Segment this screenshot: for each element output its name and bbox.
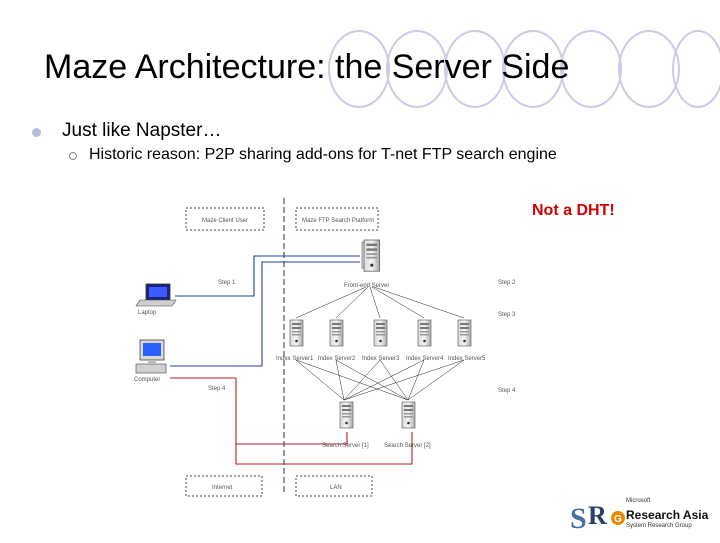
index-server-label-3: Index Server3: [362, 356, 400, 362]
search-server-label-1: Search Server [1]: [322, 443, 369, 449]
index-to-search-arrows: [295, 359, 465, 401]
step-label-left-4: Step 4: [208, 386, 226, 392]
step-label-left-1: Step 1: [218, 280, 236, 286]
search-link-2: [236, 432, 348, 445]
client-header-label: Maze Client User: [202, 218, 248, 224]
index-server-icon-2: [329, 319, 344, 347]
index-server-icon-1: [289, 319, 304, 347]
slide-title: Maze Architecture: the Server Side: [44, 48, 570, 86]
index-server-label-2: Index Server2: [318, 356, 356, 362]
internet-box: [185, 475, 263, 497]
server-header-box: [295, 207, 379, 231]
laptop-label: Laptop: [138, 310, 157, 316]
computer-label: Computer: [134, 377, 160, 383]
computer-link: [170, 261, 360, 367]
front-to-index-arrows: [295, 286, 465, 319]
laptop-link: [175, 255, 360, 297]
logo-line-1: Microsoft: [626, 498, 651, 504]
sub-bullet-icon: [69, 152, 77, 160]
search-link-1: [170, 377, 413, 465]
bullet-text-1: Just like Napster…: [62, 120, 222, 141]
index-server-icon-3: [373, 319, 388, 347]
bullet-icon: [32, 128, 41, 137]
decor-circle-7: [672, 30, 720, 108]
index-server-label-5: Index Server5: [448, 356, 486, 362]
internet-label: Internet: [212, 485, 233, 491]
search-server-icon-1: [339, 401, 354, 429]
front-server-label: Front-end Server: [344, 283, 389, 289]
step-label-right-3: Step 3: [498, 312, 516, 318]
srg-logo-graphic: S R G: [570, 501, 625, 535]
server-header-label: Maze FTP Search Platform: [302, 218, 374, 224]
bullet-text-2: Historic reason: P2P sharing add-ons for…: [89, 146, 557, 163]
svg-text:S: S: [570, 502, 587, 535]
index-server-icon-5: [457, 319, 472, 347]
logo-line-3: System Research Group: [626, 523, 692, 529]
callout-text: Not a DHT!: [532, 202, 615, 219]
srg-logo: S R G: [568, 494, 718, 538]
index-server-icon-4: [417, 319, 432, 347]
step-label-right-4: Step 4: [498, 388, 516, 394]
index-server-label-4: Index Server4: [406, 356, 444, 362]
logo-line-2: Research Asia: [626, 508, 709, 522]
svg-text:G: G: [614, 514, 622, 525]
lan-label: LAN: [330, 485, 342, 491]
computer-icon: [135, 339, 167, 374]
lan-box: [295, 475, 373, 497]
index-server-label-1: Index Server1: [276, 356, 314, 362]
client-header-box: [185, 207, 265, 231]
step-label-right-2: Step 2: [498, 280, 516, 286]
svg-text:R: R: [588, 501, 607, 530]
search-server-icon-2: [401, 401, 416, 429]
laptop-icon: [135, 283, 177, 307]
search-server-label-2: Search Server [2]: [384, 443, 431, 449]
